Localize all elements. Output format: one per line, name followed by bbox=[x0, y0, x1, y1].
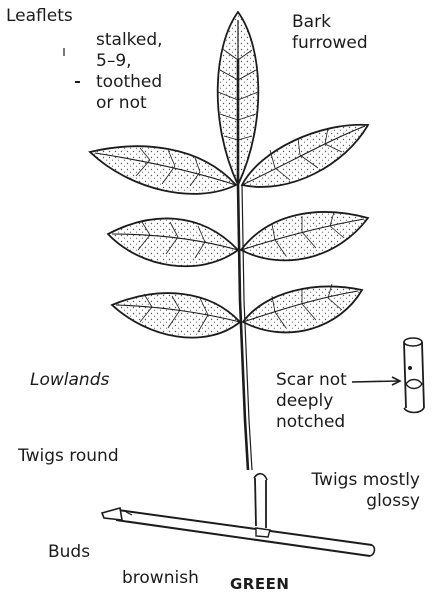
bark-line-2: furrowed bbox=[292, 33, 368, 54]
leaf-scar-inset bbox=[352, 338, 424, 413]
leaflet-desc-line-4: or not bbox=[96, 93, 163, 114]
leaflet-lower-left bbox=[112, 293, 240, 338]
leaflet-middle-left bbox=[108, 218, 238, 266]
label-scar: Scar not deeply notched bbox=[276, 370, 347, 433]
leaflet-upper-left bbox=[90, 146, 236, 194]
label-leaflets: Leaflets bbox=[6, 6, 73, 27]
scar-line-1: Scar not bbox=[276, 370, 347, 391]
leaflet-desc-line-3: toothed bbox=[96, 72, 163, 93]
leaflet-upper-right bbox=[242, 125, 368, 187]
leaflet-desc-line-2: 5–9, bbox=[96, 51, 163, 72]
label-leaflet-description: stalked, 5–9, toothed or not bbox=[96, 30, 163, 114]
scar-line-2: deeply bbox=[276, 391, 347, 412]
twigs-glossy-line-1: Twigs mostly bbox=[280, 470, 420, 491]
label-bark: Bark furrowed bbox=[292, 12, 368, 54]
label-buds-color: brownish bbox=[122, 568, 199, 589]
label-buds: Buds bbox=[48, 542, 90, 563]
leaflet-lower-right bbox=[243, 284, 362, 332]
bark-line-1: Bark bbox=[292, 12, 368, 33]
label-twigs-glossy: Twigs mostly glossy bbox=[280, 470, 420, 512]
twigs-glossy-line-2: glossy bbox=[280, 491, 420, 512]
leaflet-middle-right bbox=[241, 212, 368, 260]
label-habitat: Lowlands bbox=[30, 370, 109, 391]
label-species: GREEN bbox=[230, 574, 289, 595]
terminal-leaflet bbox=[218, 12, 259, 185]
label-twigs-round: Twigs round bbox=[18, 446, 119, 467]
scar-line-3: notched bbox=[276, 412, 347, 433]
leaflet-desc-line-1: stalked, bbox=[96, 30, 163, 51]
